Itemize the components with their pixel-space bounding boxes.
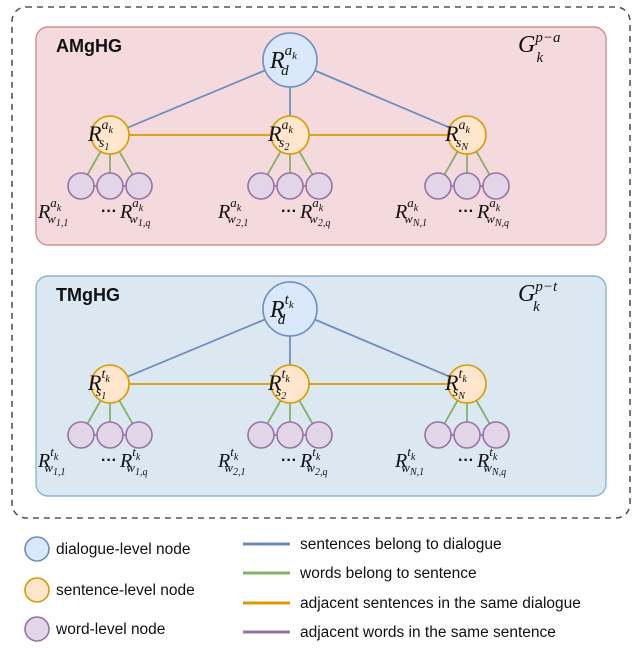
word-ellipsis: ··· [101,203,117,220]
word-node [96,421,124,449]
outer-dashed-frame [11,6,631,519]
legend-node-label: sentence-level node [56,582,195,599]
sentence-node [270,115,310,155]
legend-edge-label: adjacent words in the same sentence [300,624,556,641]
word-node [276,421,304,449]
sentence-node [90,115,130,155]
legend-edge-item: adjacent sentences in the same dialogue [243,595,581,612]
edge-dialogue-sentence [109,308,291,385]
edge-dialogue-sentence [289,59,468,136]
word-node [453,421,481,449]
legend-node-swatch [24,577,50,603]
word-node [424,421,452,449]
legend-node-swatch [24,616,50,642]
legend-node-swatch [24,536,50,562]
legend-edge-label: sentences belong to dialogue [300,536,502,553]
sentence-node [447,115,487,155]
word-node [305,421,333,449]
dialogue-node [262,281,318,337]
word-node [125,172,153,200]
word-node [125,421,153,449]
word-node [424,172,452,200]
word-ellipsis: ··· [281,203,297,220]
legend-node-item: sentence-level node [24,577,195,603]
dialogue-node [262,32,318,88]
legend-node-item: dialogue-level node [24,536,190,562]
word-ellipsis: ··· [101,452,117,469]
sentence-node [90,364,130,404]
sentence-node [270,364,310,404]
panel-title: AMgHG [56,36,122,56]
word-node [453,172,481,200]
sentence-node [447,364,487,404]
panel-title: TMgHG [56,285,120,305]
legend-node-label: word-level node [55,621,165,638]
word-node [305,172,333,200]
legend-node-label: dialogue-level node [56,541,190,558]
word-node [67,421,95,449]
word-ellipsis: ··· [281,452,297,469]
word-ellipsis: ··· [458,452,474,469]
word-node [482,421,510,449]
word-node [247,421,275,449]
word-node [67,172,95,200]
legend-edge-item: sentences belong to dialogue [243,536,502,553]
legend-edge-item: words belong to sentence [243,565,477,582]
legend-edge-label: words belong to sentence [299,565,477,582]
word-node [247,172,275,200]
legend-node-item: word-level node [24,616,165,642]
legend-edge-label: adjacent sentences in the same dialogue [300,595,581,612]
word-node [482,172,510,200]
word-node [276,172,304,200]
edge-dialogue-sentence [109,59,291,136]
word-ellipsis: ··· [458,203,474,220]
word-node [96,172,124,200]
legend-edge-item: adjacent words in the same sentence [243,624,556,641]
edge-dialogue-sentence [289,308,468,385]
